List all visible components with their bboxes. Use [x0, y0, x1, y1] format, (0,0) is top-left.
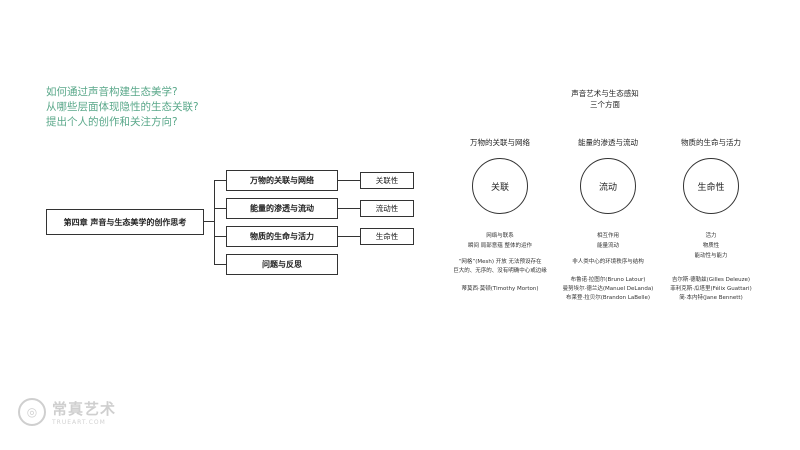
column-line: “网格”(Mesh) 开放 无法预设存在	[458, 259, 542, 265]
branch-life: 物质的生命与活力	[226, 226, 338, 247]
right-title-line2: 三个方面	[590, 100, 620, 109]
tag-life: 生命性	[360, 228, 414, 245]
watermark-logo-icon: ◎	[18, 398, 46, 426]
column-heading: 万物的关联与网络	[470, 138, 530, 147]
connector	[338, 180, 360, 181]
connector	[214, 180, 215, 264]
question-2: 从哪些层面体现隐性的生态关联?	[46, 101, 199, 113]
question-1: 如何通过声音构建生态美学?	[46, 86, 178, 98]
column-line: 非人类中心的环境秩序与结构	[572, 259, 644, 265]
tag-relation: 关联性	[360, 172, 414, 189]
connector	[338, 236, 360, 237]
circle-relation: 关联	[472, 158, 528, 214]
connector	[214, 236, 226, 237]
column-line: 瞬间 局部意蕴 整体的运作	[468, 243, 532, 249]
column-line: 能动性与能力	[694, 253, 728, 259]
column-line: 巨大的、无序的、没有明确中心或边缘	[453, 268, 547, 274]
column-ref: 吉尔斯·德勒兹(Gilles Deleuze)	[671, 277, 751, 283]
branch-flow: 能量的渗透与流动	[226, 198, 338, 219]
connector	[204, 221, 214, 222]
column-line: 活力	[705, 233, 717, 239]
right-title: 声音艺术与生态感知 三个方面	[555, 88, 655, 110]
mindmap-root: 第四章 声音与生态美学的创作思考	[46, 209, 204, 235]
connector	[214, 180, 226, 181]
circle-flow: 流动	[580, 158, 636, 214]
connector	[214, 264, 226, 265]
column-ref: 布莱登·拉贝尔(Brandon LaBelle)	[565, 295, 651, 301]
column-heading: 能量的渗透与流动	[578, 138, 638, 147]
connector	[214, 208, 226, 209]
branch-reflection: 问题与反思	[226, 254, 338, 275]
watermark-sub: TRUEART.COM	[52, 419, 106, 426]
column-line: 能量流动	[596, 243, 619, 249]
branch-relation: 万物的关联与网络	[226, 170, 338, 191]
tag-flow: 流动性	[360, 200, 414, 217]
watermark: ◎ 常真艺术 TRUEART.COM	[18, 398, 116, 426]
connector	[338, 208, 360, 209]
column-line: 相互作用	[596, 233, 619, 239]
column-line: 网络与联系	[486, 233, 514, 239]
column-ref: 简·本内特(Jane Bennett)	[679, 295, 743, 301]
column-line: 物质性	[702, 243, 720, 249]
question-3: 提出个人的创作和关注方向?	[46, 116, 178, 128]
right-title-line1: 声音艺术与生态感知	[571, 89, 639, 98]
column-ref: 菲利克斯·瓜塔里(Félix Guattari)	[670, 286, 752, 292]
column-heading: 物质的生命与活力	[681, 138, 741, 147]
column-ref: 曼努埃尔·德兰达(Manuel DeLanda)	[562, 286, 654, 292]
column-ref: 布鲁诺·拉图尔(Bruno Latour)	[570, 277, 646, 283]
circle-life: 生命性	[683, 158, 739, 214]
watermark-brand: 常真艺术	[52, 400, 117, 418]
column-ref: 蒂莫西·莫顿(Timothy Morton)	[461, 286, 539, 292]
